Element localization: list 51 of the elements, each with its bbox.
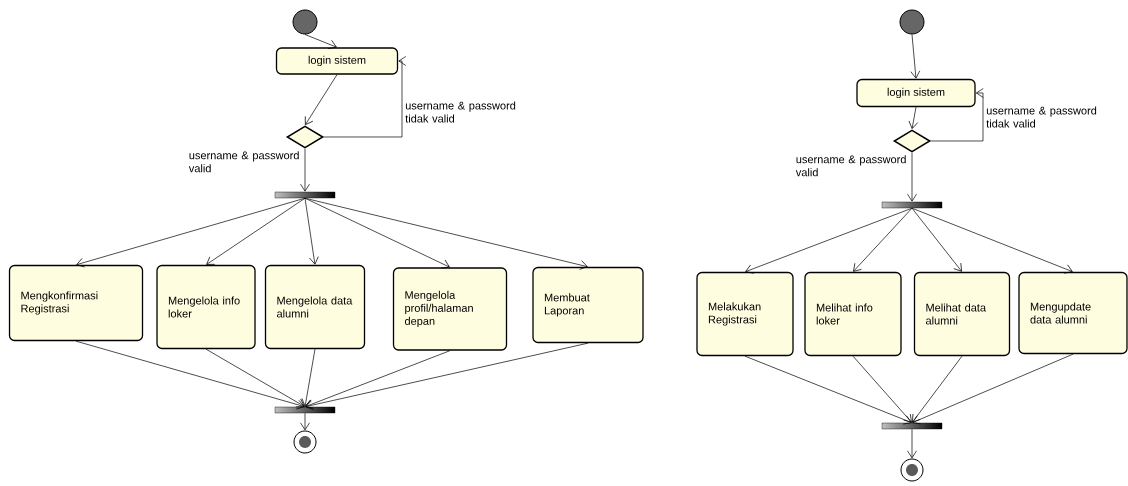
action-box: Melihat data alumni <box>913 271 1011 357</box>
arrow <box>304 197 450 269</box>
sync-bar <box>881 201 943 209</box>
arrow <box>908 106 919 129</box>
arrow <box>300 412 310 431</box>
arrow <box>907 428 917 459</box>
action-box: login sistem <box>856 78 976 108</box>
arrow <box>852 355 912 423</box>
arrow <box>76 197 306 268</box>
arrow <box>930 88 984 142</box>
edge-label: username & password valid <box>795 155 906 177</box>
arrow <box>323 56 407 138</box>
arrow <box>304 197 588 270</box>
arrow <box>910 34 921 79</box>
action-box: Mengkonfirmasi Registrasi <box>8 264 144 342</box>
arrow <box>301 348 316 407</box>
action-box: Membuat Laporan <box>532 266 644 344</box>
arrow <box>304 34 337 49</box>
action-box: Melihat info loker <box>804 271 902 357</box>
arrow <box>907 152 917 202</box>
arrow <box>911 207 962 272</box>
arrow <box>300 148 310 192</box>
arrow <box>305 342 589 410</box>
arrow <box>305 350 451 409</box>
sync-bar <box>881 422 943 430</box>
start-node <box>899 9 925 35</box>
edge-label: username & password tidak valid <box>405 101 516 123</box>
action-box: Mengelola profil/halaman depan <box>392 267 508 351</box>
arrow <box>745 207 913 274</box>
action-box: Melakukan Registrasi <box>696 271 794 357</box>
action-box: Mengelola info loker <box>156 264 256 350</box>
end-node <box>900 458 924 482</box>
arrow <box>304 197 319 265</box>
sync-bar <box>274 191 336 199</box>
arrow <box>911 207 1073 274</box>
action-box: Mengupdate data alumni <box>1018 271 1128 355</box>
edge-label: username & password tidak valid <box>986 106 1097 128</box>
edge-label: username & password valid <box>188 151 299 173</box>
start-node <box>292 9 318 35</box>
arrow <box>912 353 1074 425</box>
arrow <box>206 197 306 265</box>
arrow <box>205 348 305 408</box>
action-box: Mengelola data alumni <box>264 264 366 350</box>
action-box: login sistem <box>275 47 399 75</box>
arrow <box>75 340 305 410</box>
end-node <box>293 430 317 454</box>
arrow <box>304 74 338 126</box>
arrow <box>744 355 912 425</box>
arrow <box>912 355 963 423</box>
arrow <box>853 207 913 272</box>
sync-bar <box>274 406 336 414</box>
